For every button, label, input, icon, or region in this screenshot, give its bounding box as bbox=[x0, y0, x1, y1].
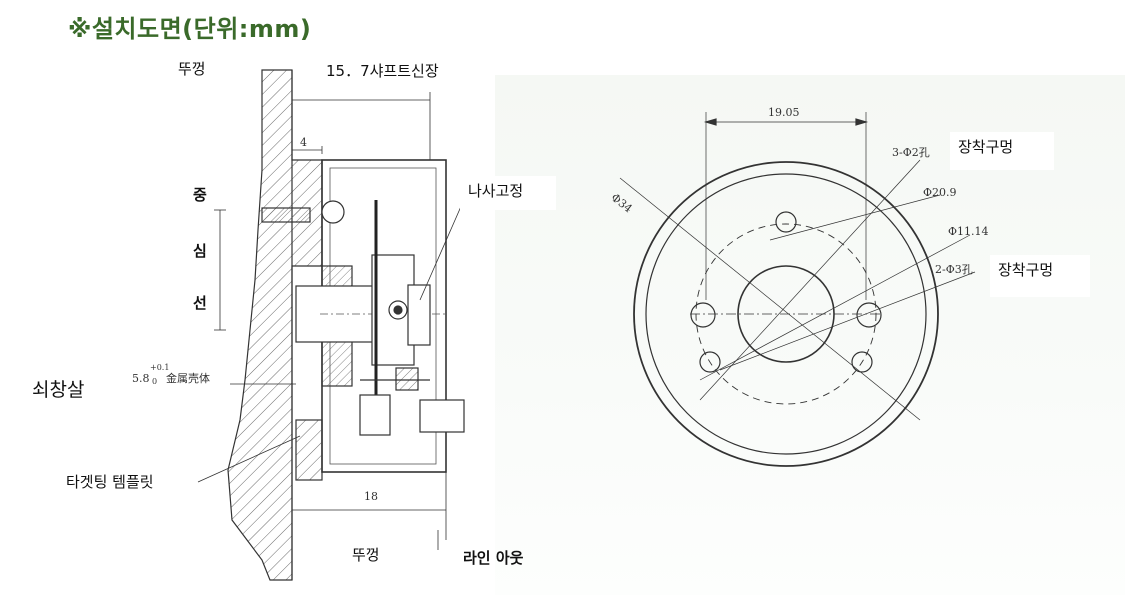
dim-3-phi2: 3-Φ2孔 bbox=[892, 146, 930, 159]
dim-18: 18 bbox=[364, 490, 378, 503]
hole bbox=[775, 211, 797, 233]
sensor bbox=[395, 367, 419, 391]
label-line-out: 라인 아웃 bbox=[463, 549, 524, 567]
dim-note: 金属壳体 bbox=[166, 371, 210, 385]
dim-tol-upper: +0.1 bbox=[150, 363, 169, 372]
dim-phi34: Φ34 bbox=[609, 191, 635, 215]
front-view bbox=[619, 112, 976, 467]
label-mount-hole-2: 장착구멍 bbox=[990, 255, 1090, 297]
label-shaft-length: 15．7샤프트신장 bbox=[318, 56, 494, 92]
hole bbox=[690, 302, 716, 328]
section-view bbox=[197, 69, 467, 581]
dim-5-8: 5.8 bbox=[132, 372, 150, 385]
label-screw-fix: 나사고정 bbox=[460, 176, 556, 210]
label-window-bar: 쇠창살 bbox=[32, 379, 85, 401]
screw-top bbox=[261, 207, 311, 223]
page-title: ※설치도면(단위:mm) bbox=[68, 15, 312, 43]
dim-phi20-9: Φ20.9 bbox=[923, 186, 957, 199]
base-block bbox=[295, 419, 323, 481]
label-center-2: 심 bbox=[193, 242, 207, 260]
hole bbox=[699, 351, 721, 373]
dim-phi11-14: Φ11.14 bbox=[948, 225, 989, 238]
hole bbox=[856, 302, 882, 328]
label-lid-bottom: 뚜껑 bbox=[352, 546, 380, 564]
dim-tol-lower: 0 bbox=[152, 377, 157, 386]
label-lid-top: 뚜껑 bbox=[178, 60, 206, 78]
hole bbox=[851, 351, 873, 373]
label-target-template: 타겟팅 템플릿 bbox=[58, 467, 162, 496]
dim-4: 4 bbox=[300, 136, 307, 149]
label-mount-hole-1: 장착구멍 bbox=[950, 132, 1054, 170]
outer-ring bbox=[633, 161, 939, 467]
dim-19-05: 19.05 bbox=[768, 106, 800, 119]
label-center-3: 선 bbox=[193, 294, 207, 312]
dim-2-phi3: 2-Φ3孔 bbox=[935, 263, 973, 276]
label-center-1: 중 bbox=[193, 186, 207, 204]
